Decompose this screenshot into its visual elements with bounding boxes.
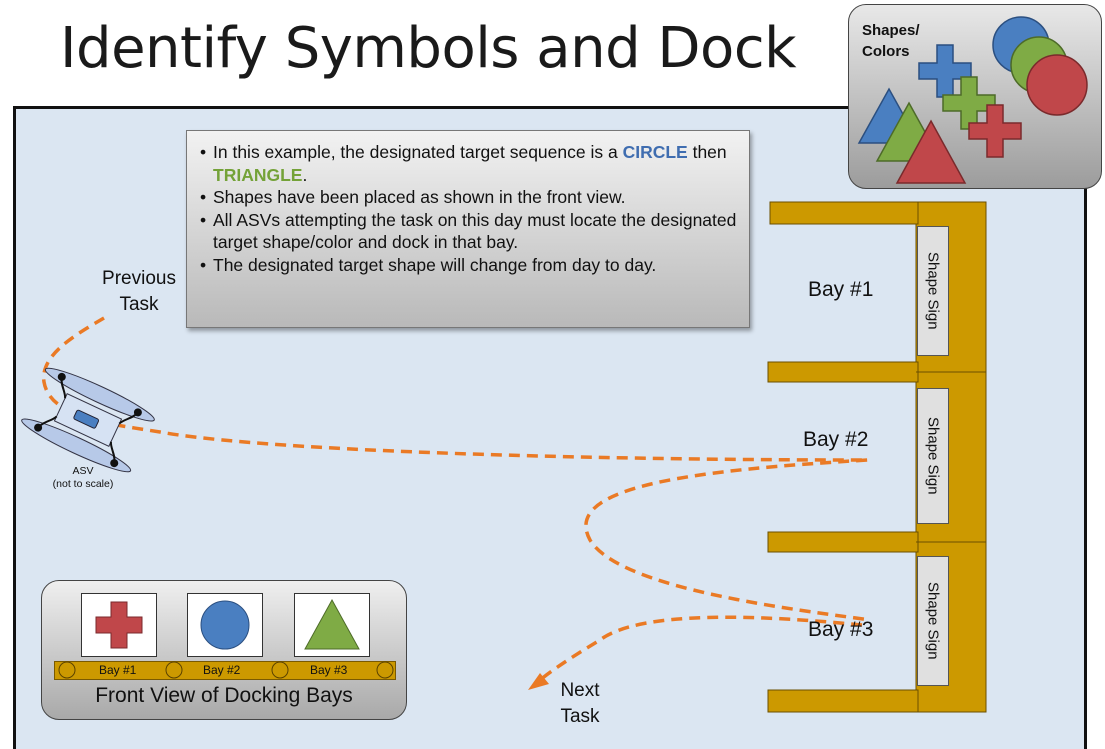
dock-finger-3 (767, 531, 919, 553)
asv-icon (21, 367, 155, 473)
bay-2-label: Bay #2 (803, 428, 869, 451)
legend-title: Shapes/ Colors (862, 22, 920, 60)
asv-path (42, 316, 871, 682)
path-to-next-task (538, 615, 863, 682)
shape-sign-2: Shape Sign (917, 388, 949, 524)
dock-finger-1 (769, 201, 919, 225)
dock-finger-4 (767, 689, 919, 713)
info-box: In this example, the designated target s… (186, 130, 750, 328)
bay-3-label: Bay #3 (808, 618, 874, 641)
previous-task-label: Previous Task (102, 268, 176, 315)
front-view-bay-2-label: Bay #2 (203, 663, 241, 677)
front-view-bay-2-symbol (187, 593, 263, 657)
front-view-bay-1-symbol (81, 593, 157, 657)
page-title: Identify Symbols and Dock (60, 16, 797, 81)
front-view-bay-3-label: Bay #3 (310, 663, 348, 677)
info-bullet-3: All ASVs attempting the task on this day… (200, 209, 739, 254)
next-task-arrowhead (528, 673, 549, 690)
shape-sign-1: Shape Sign (917, 226, 949, 356)
next-task-label: Next Task (560, 680, 600, 727)
circle-keyword: CIRCLE (622, 142, 688, 162)
info-bullet-1: In this example, the designated target s… (200, 141, 739, 186)
triangle-keyword: TRIANGLE (213, 164, 303, 185)
asv-label: ASV (not to scale) (52, 465, 114, 490)
red-triangle-icon (895, 119, 967, 184)
path-to-bay-2 (42, 316, 871, 622)
front-view-bay-3-symbol (294, 593, 370, 657)
red-cross-icon (968, 104, 1022, 158)
shapes-colors-legend: Shapes/ Colors (848, 4, 1102, 189)
green-triangle-icon (304, 598, 360, 650)
front-view-panel: Bay #1 Bay #2 Bay #3 Front View of Docki… (41, 580, 407, 720)
red-circle-icon (1026, 54, 1088, 116)
shape-sign-3: Shape Sign (917, 556, 949, 686)
blue-circle-icon (200, 600, 250, 650)
dock-finger-2 (767, 361, 919, 383)
front-view-dock-strip: Bay #1 Bay #2 Bay #3 (54, 661, 396, 680)
dock-structure (767, 201, 987, 713)
bay-1-label: Bay #1 (808, 278, 874, 301)
front-view-bay-1-label: Bay #1 (99, 663, 137, 677)
info-bullet-4: The designated target shape will change … (200, 254, 739, 277)
red-cross-icon (95, 601, 143, 649)
info-bullet-2: Shapes have been placed as shown in the … (200, 186, 739, 209)
front-view-caption: Front View of Docking Bays (95, 684, 353, 707)
